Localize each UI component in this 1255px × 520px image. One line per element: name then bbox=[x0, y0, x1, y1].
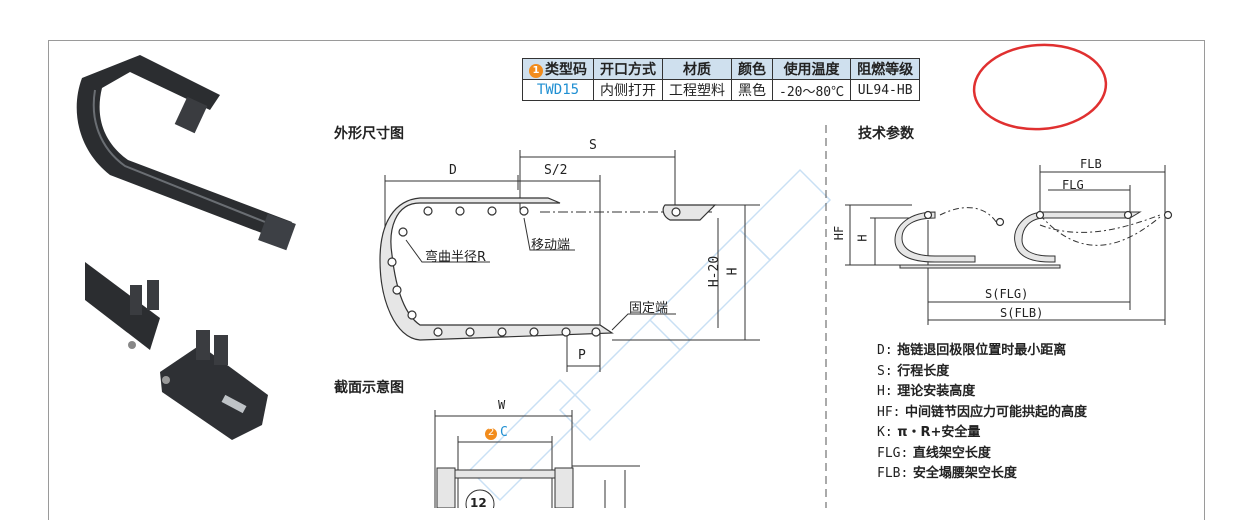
label-bend-radius: 弯曲半径R bbox=[425, 250, 487, 265]
crosssection-drawing bbox=[434, 410, 640, 508]
outline-title: 外形尺寸图 bbox=[334, 126, 404, 142]
header-material: 材质 bbox=[662, 58, 732, 80]
dim-P: P bbox=[578, 348, 586, 363]
section-divider bbox=[825, 125, 827, 508]
header-temperature: 使用温度 bbox=[771, 58, 852, 80]
highlight-ellipse bbox=[972, 43, 1108, 131]
chain-photo-link bbox=[160, 330, 268, 440]
dim-S-FLB: S(FLB) bbox=[1000, 306, 1044, 320]
legend-item: FLG: 直线架空长度 bbox=[877, 445, 991, 461]
tech-legend: D: 拖链退回极限位置时最小距离 S: 行程长度 H: 理论安装高度 HF: 中… bbox=[877, 341, 1087, 485]
dim-S: S bbox=[589, 138, 597, 153]
dim-FLB: FLB bbox=[1080, 157, 1102, 171]
legend-item: HF: 中间链节因应力可能拱起的高度 bbox=[877, 404, 1088, 420]
header-flame-rating: 阻燃等级 bbox=[850, 58, 921, 80]
label-12: 12 bbox=[470, 496, 487, 510]
legend-item: K: π・R+安全量 bbox=[877, 425, 981, 440]
cell-opening: 内侧打开 bbox=[593, 79, 663, 101]
chain-pins bbox=[387, 206, 681, 337]
dim-FLG: FLG bbox=[1062, 178, 1084, 192]
cell-temperature: -20～80℃ bbox=[771, 79, 852, 101]
badge-2: 2 bbox=[488, 427, 495, 438]
tech-title: 技术参数 bbox=[858, 126, 914, 142]
header-color: 颜色 bbox=[731, 58, 773, 80]
cell-material: 工程塑料 bbox=[662, 79, 732, 101]
product-photos bbox=[76, 55, 296, 440]
legend-item: H: 理论安装高度 bbox=[877, 384, 976, 399]
cell-type-code[interactable]: TWD15 bbox=[522, 79, 594, 101]
crosssection-title: 截面示意图 bbox=[334, 380, 404, 396]
outline-drawing bbox=[379, 150, 760, 372]
label-moving-end: 移动端 bbox=[531, 238, 571, 253]
cell-color: 黑色 bbox=[731, 79, 773, 101]
content-frame bbox=[48, 40, 1205, 520]
dim-D: D bbox=[449, 163, 457, 178]
dim-C: C bbox=[500, 425, 508, 440]
cell-flame-rating: UL94-HB bbox=[850, 79, 921, 101]
dim-S2: S/2 bbox=[544, 163, 568, 178]
dim-S-FLG: S(FLG) bbox=[985, 287, 1029, 301]
legend-item: S: 行程长度 bbox=[877, 363, 950, 379]
chain-photo-side bbox=[85, 262, 160, 350]
dim-W: W bbox=[498, 398, 506, 412]
tech-drawing bbox=[845, 165, 1173, 325]
legend-item: D: 拖链退回极限位置时最小距离 bbox=[877, 343, 1067, 358]
badge-1: 1 bbox=[529, 64, 543, 78]
legend-item: FLB: 安全塌腰架空长度 bbox=[877, 466, 1017, 481]
chain-photo-top bbox=[76, 55, 296, 251]
label-fixed-end: 固定端 bbox=[629, 301, 669, 316]
spec-table-row: TWD15 内侧打开 工程塑料 黑色 -20～80℃ UL94-HB bbox=[522, 79, 921, 101]
header-opening: 开口方式 bbox=[593, 58, 663, 80]
